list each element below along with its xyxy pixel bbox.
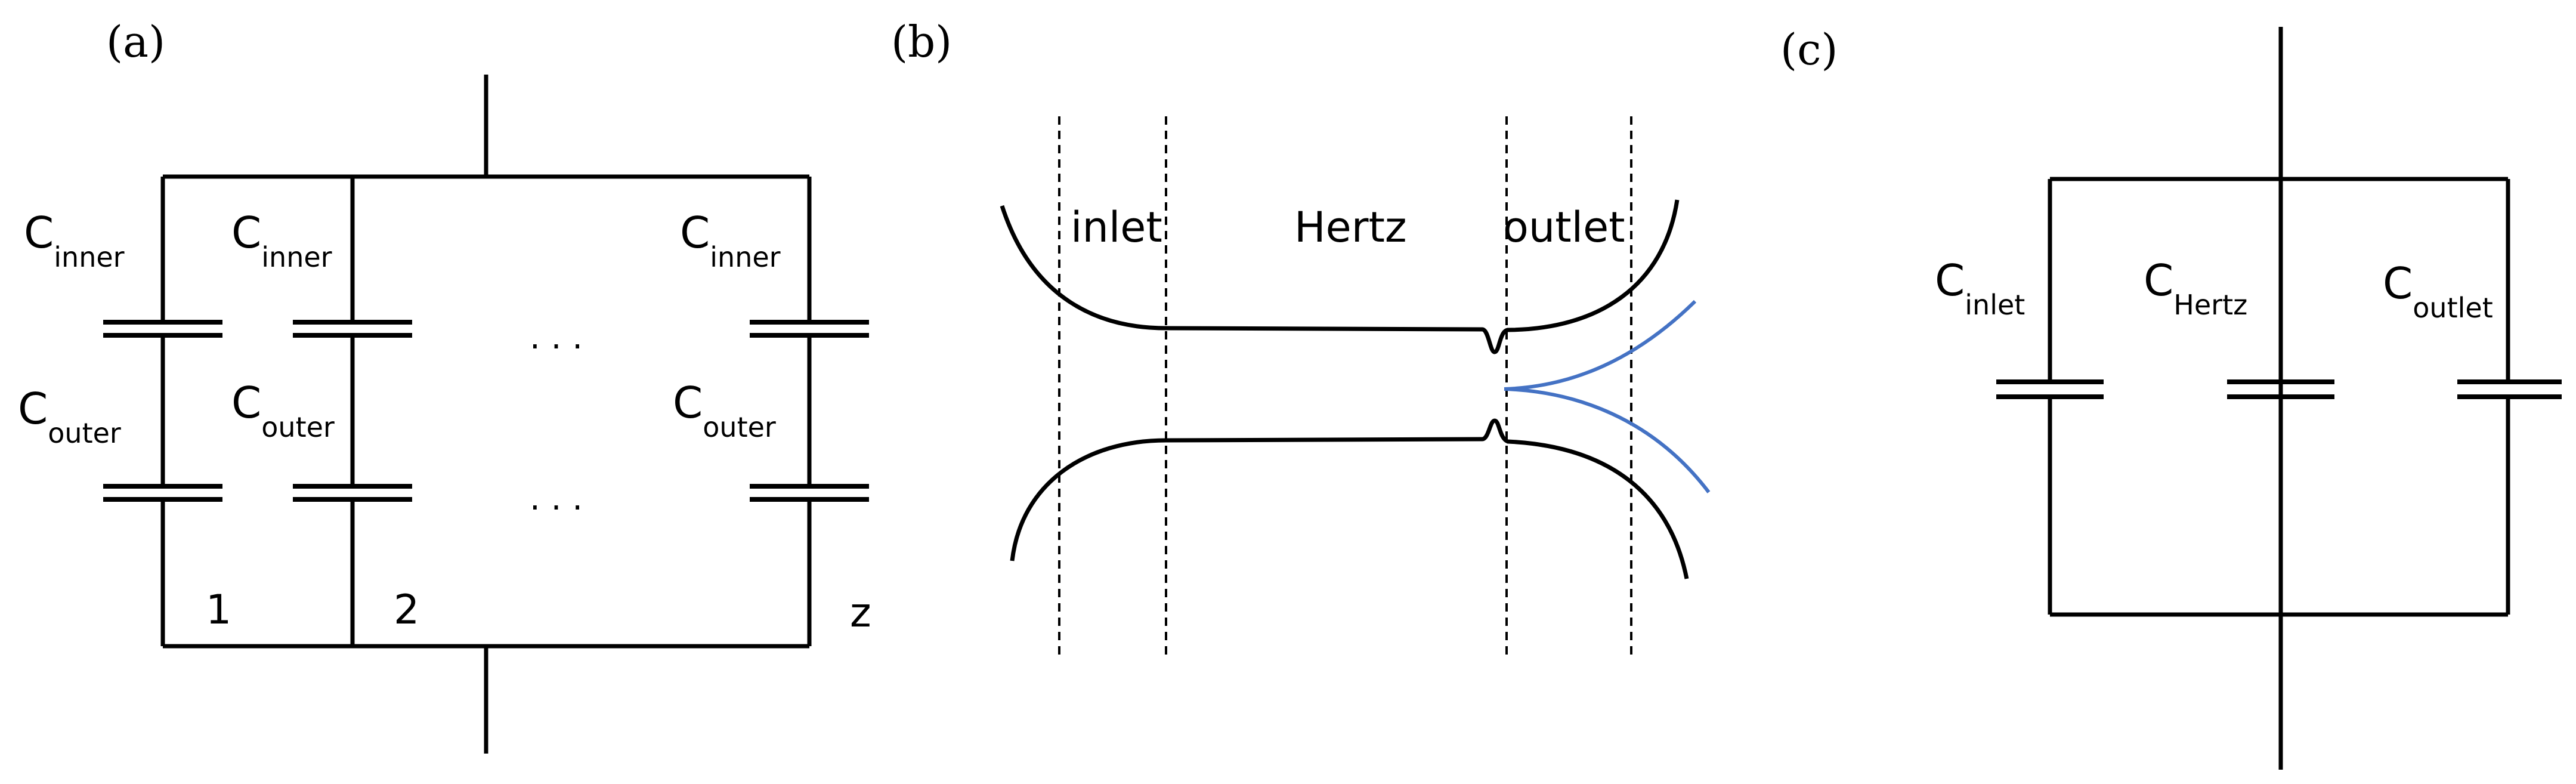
branch-number-1: 1 [206,587,231,634]
panel-c: (c) Cinlet CHertz Coutlet [1780,24,2562,770]
panel-b: (b) inlet Hertz outlet [891,17,1711,655]
ellipsis-upper: · · · [530,328,583,366]
flow-line-lower [1504,387,1711,493]
c-inner-label-2: Cinner [231,208,332,273]
panel-a: (a) [18,17,871,754]
c-inner-label-z: Cinner [680,208,781,273]
c-inlet-label: Cinlet [1935,255,2025,321]
c-outer-label-z: Couter [673,378,776,443]
c-outer-label-2: Couter [231,378,335,443]
inlet-branch [1996,179,2104,615]
flow-line-upper [1504,300,1697,391]
region-hertz-label: Hertz [1294,203,1407,252]
region-inlet-label: inlet [1071,203,1162,252]
ellipsis-lower: · · · [530,489,583,527]
panel-a-label: (a) [106,17,165,67]
c-outer-label-1: Couter [18,384,121,449]
branch-number-2: 2 [394,587,419,634]
lower-roller-surface [1010,418,1689,579]
branch-2 [293,177,412,646]
branch-number-z: z [850,589,871,637]
c-inner-label-1: Cinner [24,208,125,273]
outlet-branch [2457,179,2562,615]
branch-1 [103,177,222,646]
panel-b-label: (b) [891,17,952,67]
region-outlet-label: outlet [1503,203,1625,252]
panel-c-label: (c) [1780,24,1838,75]
c-outlet-label: Coutlet [2383,258,2493,324]
c-hertz-label: CHertz [2144,255,2247,321]
upper-roller-surface [1000,199,1680,354]
branch-z [750,177,869,646]
